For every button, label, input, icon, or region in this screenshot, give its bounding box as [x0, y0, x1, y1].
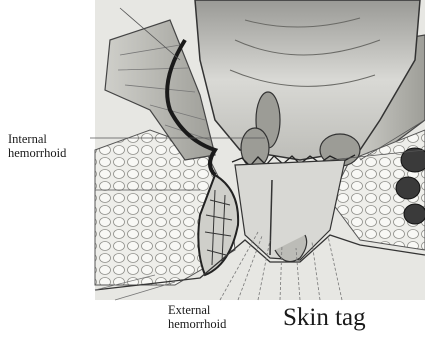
- internal-hemorrhoid-label-line1: Internal: [8, 132, 66, 146]
- skin-tag-label: Skin tag: [283, 304, 366, 332]
- external-hemorrhoid-label-line2: hemorrhoid: [168, 317, 226, 331]
- external-hemorrhoid-label: External hemorrhoid: [168, 303, 226, 331]
- internal-hemorrhoid-label-line2: hemorrhoid: [8, 146, 66, 160]
- external-hemorrhoid-label-line1: External: [168, 303, 226, 317]
- internal-hemorrhoid-label: Internal hemorrhoid: [8, 132, 66, 160]
